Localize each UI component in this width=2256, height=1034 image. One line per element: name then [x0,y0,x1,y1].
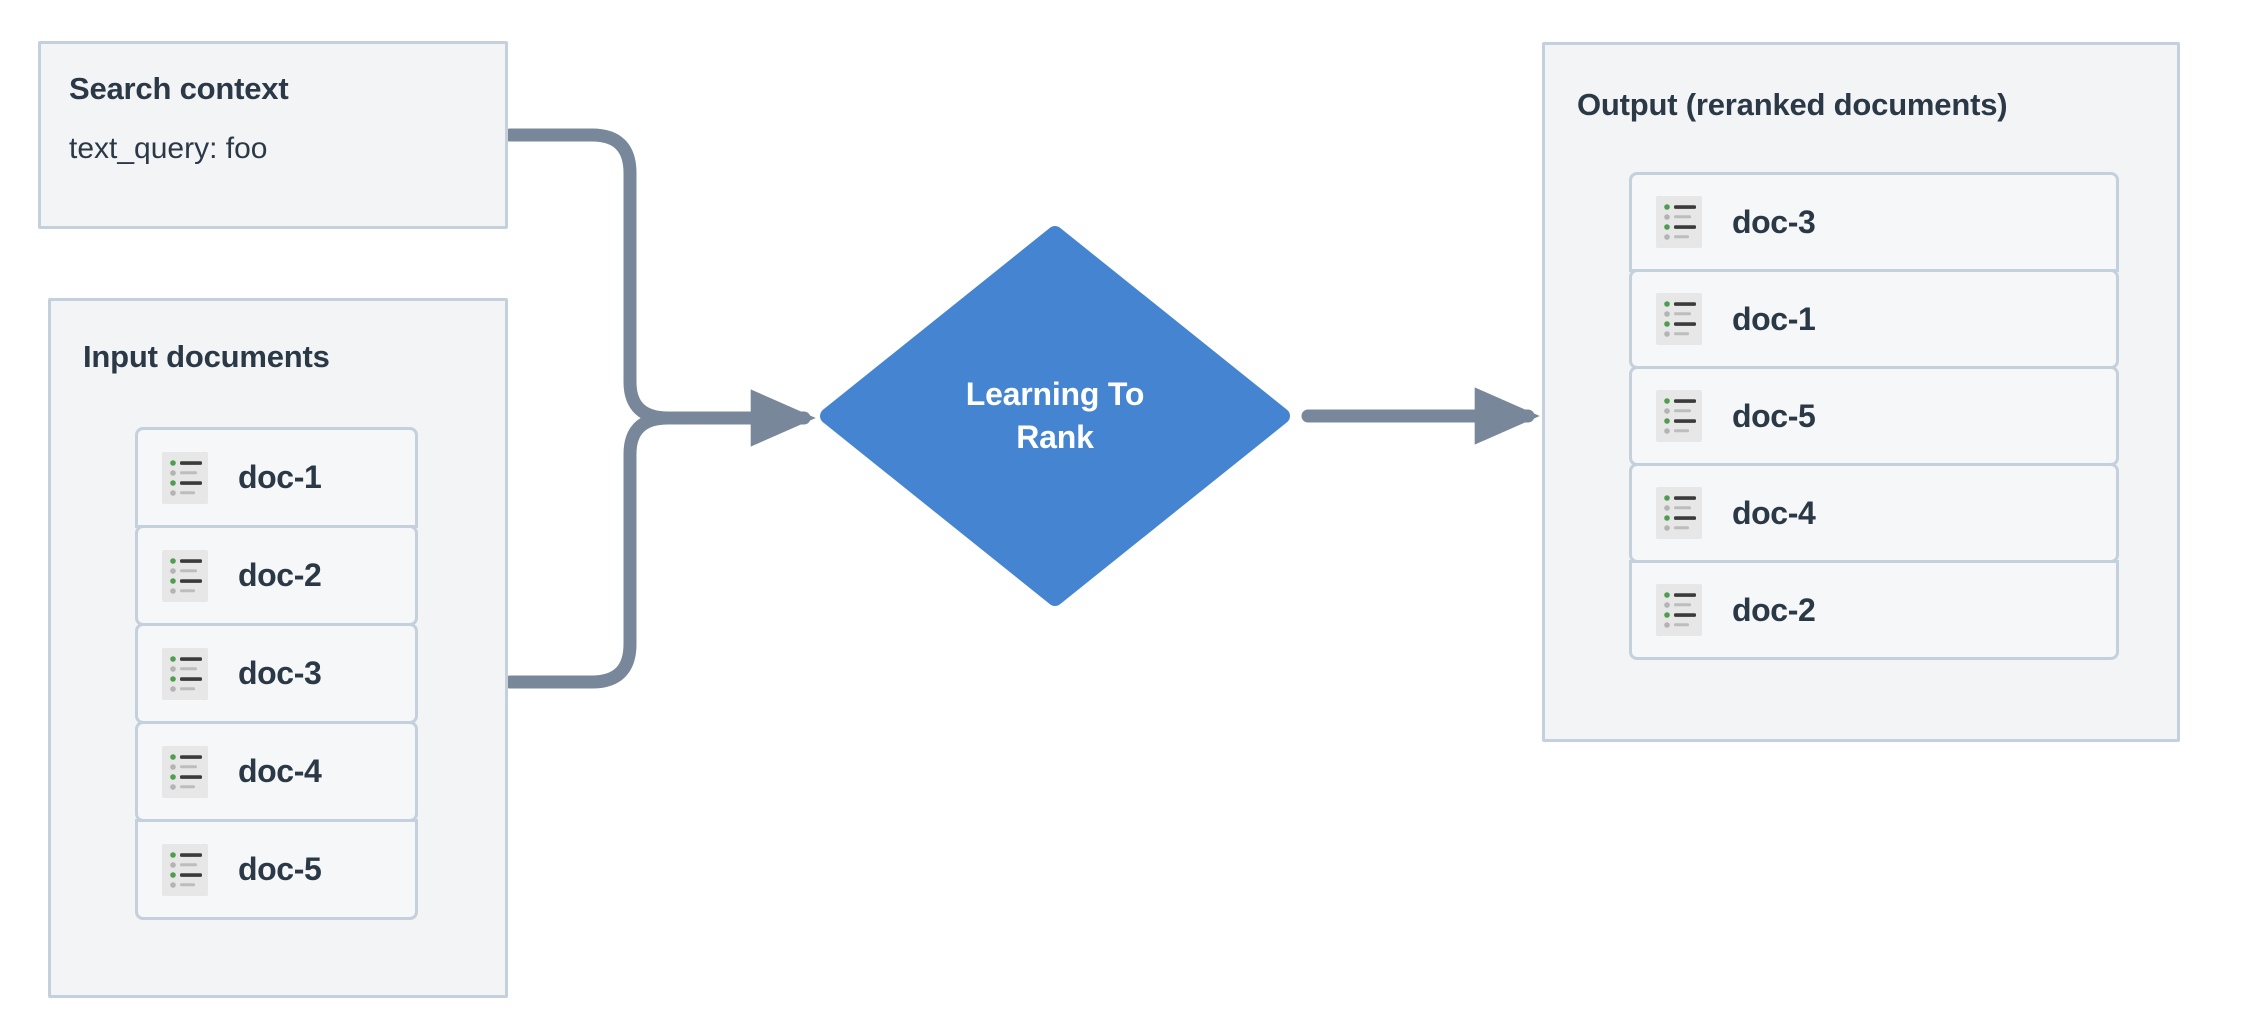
document-list-item[interactable]: doc-1 [135,427,418,528]
input-documents-list: doc-1 doc-2 doc-3 doc-4 doc-5 [135,427,418,920]
connector-input-documents-to-ltr [503,411,767,689]
document-list-icon [1656,390,1702,442]
document-list-icon [162,647,208,700]
document-label: doc-5 [238,851,322,887]
document-list-item[interactable]: doc-2 [135,525,418,626]
document-label: doc-1 [1732,300,1816,337]
document-list-icon [162,451,208,504]
document-list-item[interactable]: doc-2 [1629,560,2119,660]
search-context-panel: Search context text_query: foo [38,41,508,229]
document-list-icon [1656,487,1702,539]
document-list-item[interactable]: doc-4 [1629,463,2119,563]
diamond-shape [820,226,1290,606]
document-label: doc-2 [1732,591,1816,628]
document-list-icon [1656,196,1702,248]
connector-search-context-to-ltr [503,128,767,425]
document-label: doc-3 [1732,203,1816,240]
learning-to-rank-node[interactable]: Learning To Rank [820,226,1290,606]
document-list-icon [162,745,208,798]
document-list-item[interactable]: doc-3 [1629,172,2119,272]
document-list-item[interactable]: doc-5 [1629,366,2119,466]
document-label: doc-4 [238,753,322,789]
input-documents-title: Input documents [83,339,330,374]
document-list-item[interactable]: doc-4 [135,721,418,822]
document-list-icon [162,549,208,602]
document-label: doc-5 [1732,397,1816,434]
document-list-icon [162,843,208,896]
search-context-title: Search context [69,71,289,106]
document-list-icon [1656,293,1702,345]
output-title: Output (reranked documents) [1577,87,2008,122]
document-label: doc-2 [238,557,322,593]
document-label: doc-3 [238,655,322,691]
document-list-item[interactable]: doc-1 [1629,269,2119,369]
search-context-query: text_query: foo [69,132,268,165]
document-list-item[interactable]: doc-3 [135,623,418,724]
output-documents-list: doc-3 doc-1 doc-5 doc-4 doc-2 [1629,172,2119,660]
document-list-item[interactable]: doc-5 [135,819,418,920]
document-label: doc-4 [1732,494,1816,531]
document-label: doc-1 [238,459,322,495]
document-list-icon [1656,584,1702,636]
